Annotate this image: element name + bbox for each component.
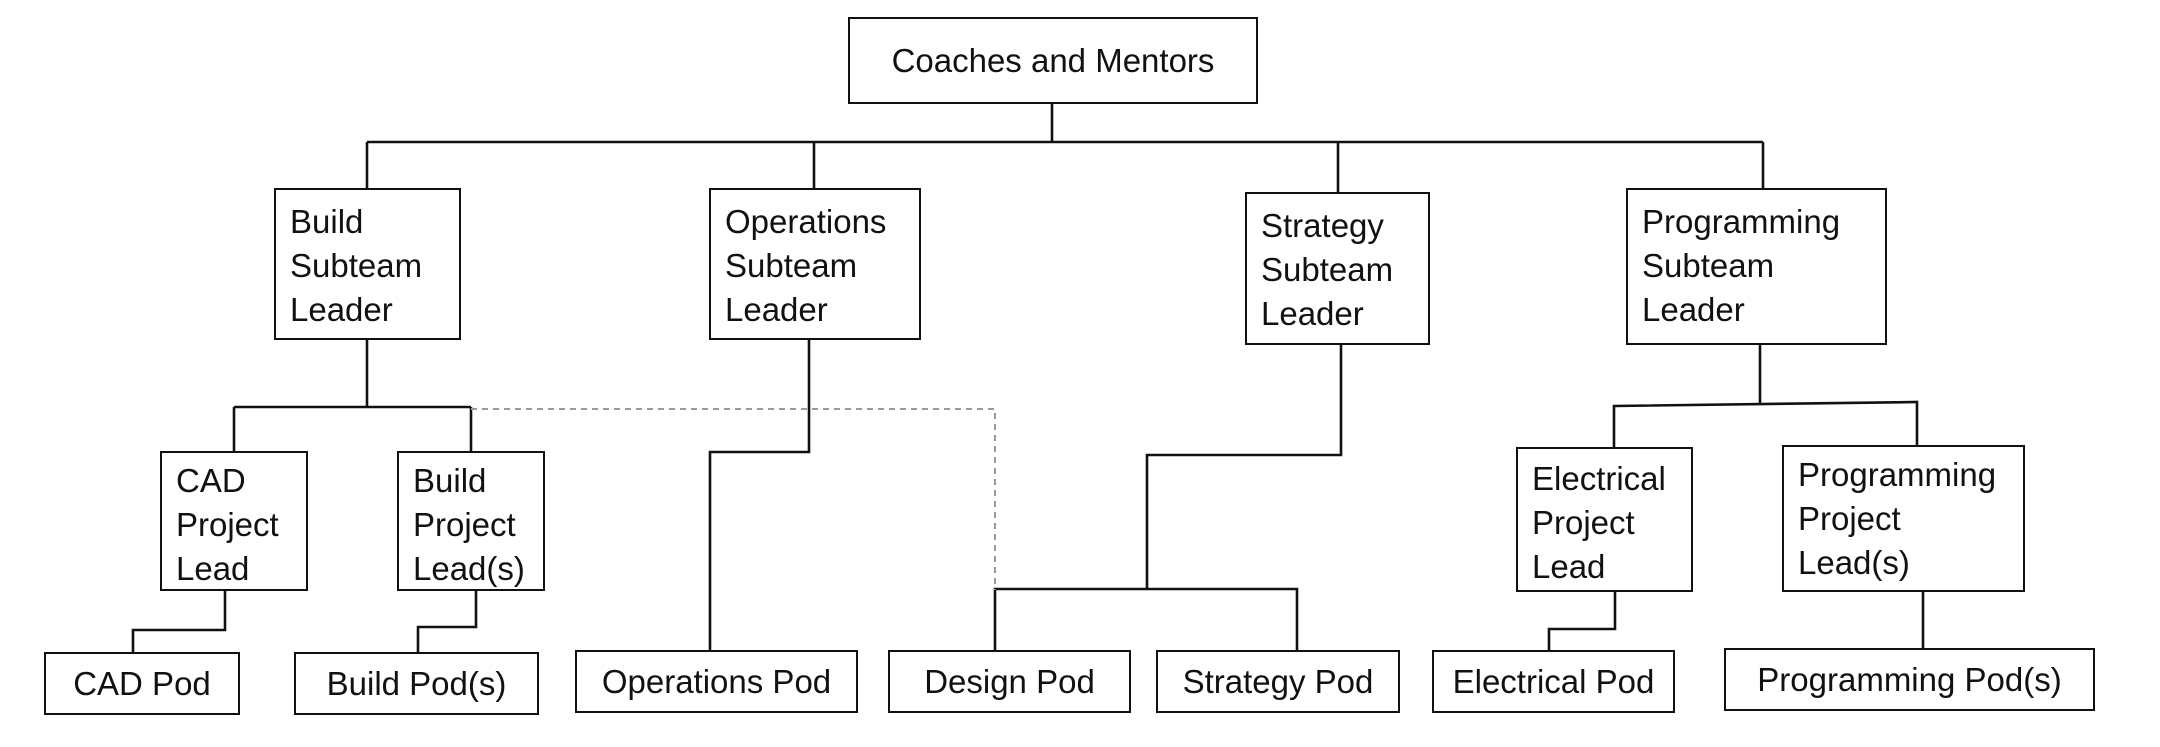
programming-subteam-leader-line-1: Programming (1642, 203, 1841, 240)
build-project-lead-line-1: Build (413, 462, 487, 499)
design-pod-box: Design Pod (888, 650, 1131, 713)
operations-subteam-leader-line-3: Leader (725, 291, 828, 328)
programming-project-lead-line-3: Lead(s) (1798, 544, 1910, 581)
operations-pod-label: Operations Pod (601, 662, 832, 700)
build-pod-label: Build Pod(s) (326, 664, 507, 702)
electrical-pod-label: Electrical Pod (1452, 662, 1655, 700)
cad-project-lead-line-3: Lead (176, 550, 250, 587)
programming-subteam-leader-line-2: Subteam (1642, 247, 1775, 284)
build-pod-box: Build Pod(s) (294, 652, 539, 715)
connector-pod-bus (993, 587, 1299, 652)
programming-project-lead-line-1: Programming (1798, 456, 1997, 493)
operations-subteam-leader-line-2: Subteam (725, 247, 858, 284)
electrical-project-lead-line-2: Project (1532, 504, 1635, 541)
programming-pod-box: Programming Pod(s) (1724, 648, 2095, 711)
operations-subteam-leader-line-1: Operations (725, 203, 887, 240)
programming-subteam-leader-box: Programming Subteam Leader (1626, 188, 1887, 345)
programming-project-lead-line-2: Project (1798, 500, 1901, 537)
connector-electrical-pod (1547, 592, 1617, 652)
strategy-subteam-leader-line-2: Subteam (1261, 251, 1394, 288)
cad-pod-label: CAD Pod (73, 664, 211, 702)
build-subteam-leader-box: Build Subteam Leader (274, 188, 461, 340)
programming-project-lead-box: Programming Project Lead(s) (1782, 445, 2025, 592)
strategy-pod-label: Strategy Pod (1182, 662, 1374, 700)
strategy-subteam-leader-box: Strategy Subteam Leader (1245, 192, 1430, 345)
build-project-lead-line-3: Lead(s) (413, 550, 525, 587)
build-subteam-leader-line-3: Leader (290, 291, 393, 328)
strategy-subteam-leader-line-3: Leader (1261, 295, 1364, 332)
electrical-project-lead-line-3: Lead (1532, 548, 1606, 585)
coaches-and-mentors-label: Coaches and Mentors (891, 41, 1215, 79)
design-pod-label: Design Pod (924, 662, 1095, 700)
cad-project-lead-box: CAD Project Lead (160, 451, 308, 591)
cad-pod-box: CAD Pod (44, 652, 240, 715)
strategy-subteam-leader-line-1: Strategy (1261, 207, 1384, 244)
build-project-lead-line-2: Project (413, 506, 516, 543)
connector-operations-pod (708, 339, 811, 652)
operations-subteam-leader-box: Operations Subteam Leader (709, 188, 921, 340)
electrical-pod-box: Electrical Pod (1432, 650, 1675, 713)
connector-strategy-down (1145, 344, 1343, 589)
operations-pod-box: Operations Pod (575, 650, 858, 713)
build-project-lead-box: Build Project Lead(s) (397, 451, 545, 591)
programming-pod-label: Programming Pod(s) (1757, 660, 2062, 698)
programming-subteam-leader-line-3: Leader (1642, 291, 1745, 328)
build-subteam-leader-line-1: Build (290, 203, 364, 240)
connector-cad-pod (131, 590, 227, 654)
strategy-pod-box: Strategy Pod (1156, 650, 1400, 713)
cad-project-lead-line-1: CAD (176, 462, 246, 499)
cad-project-lead-line-2: Project (176, 506, 279, 543)
dotted-link-build-to-design (471, 408, 996, 590)
electrical-project-lead-box: Electrical Project Lead (1516, 447, 1693, 592)
electrical-project-lead-line-1: Electrical (1532, 460, 1666, 497)
connector-programming-lead-bus (1612, 400, 1919, 451)
connector-build-pod (416, 590, 478, 654)
coaches-and-mentors-box: Coaches and Mentors (848, 17, 1258, 104)
build-subteam-leader-line-2: Subteam (290, 247, 423, 284)
